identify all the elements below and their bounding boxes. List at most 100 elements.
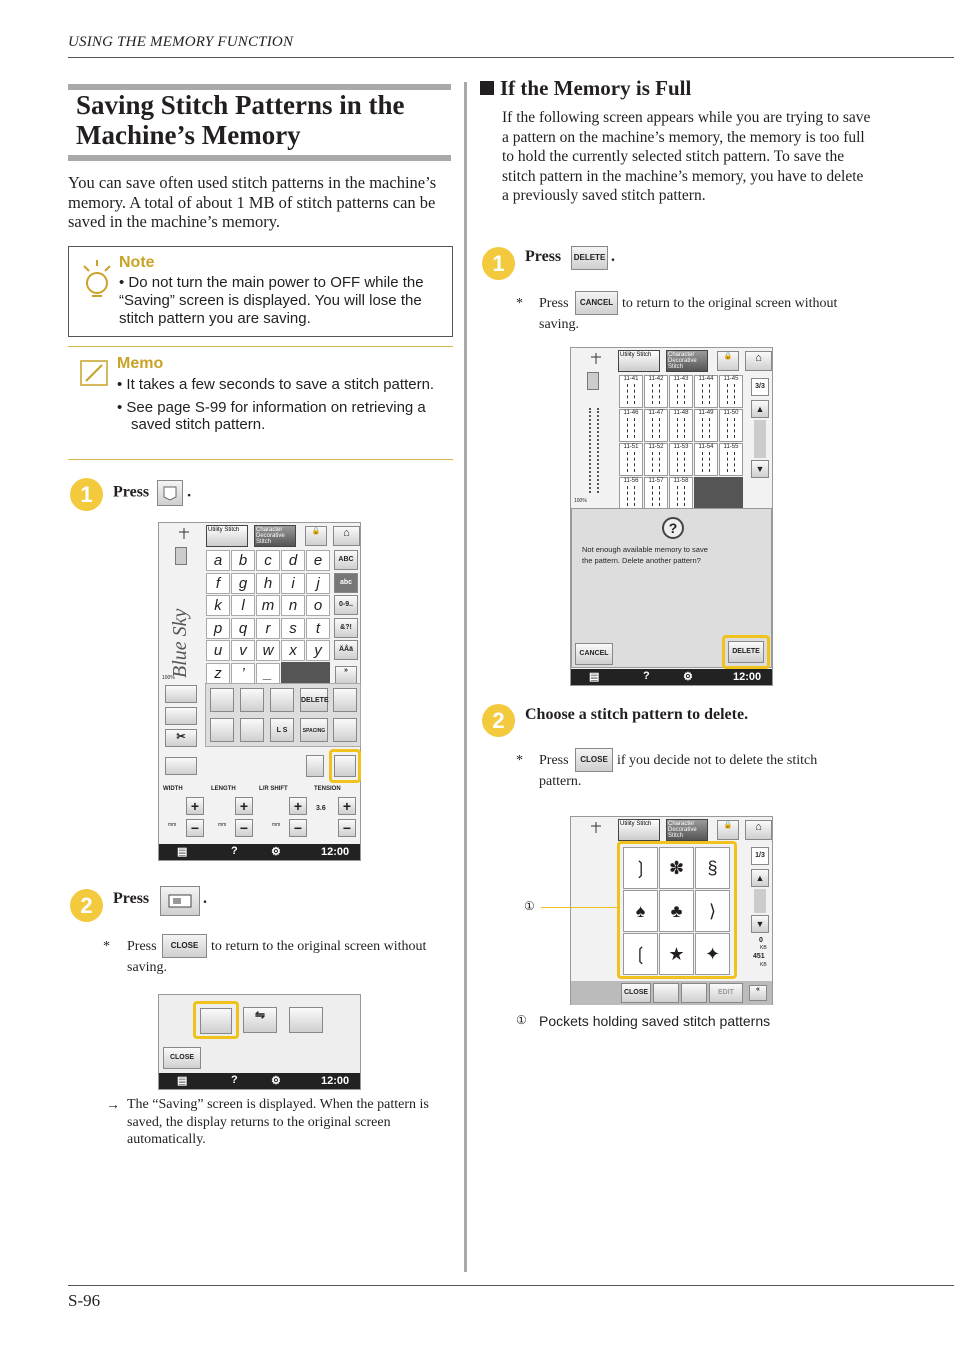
scroll-down-button[interactable]: ▼ [751, 915, 769, 933]
reverse-button[interactable] [240, 718, 264, 742]
tab-character-stitch[interactable]: Character Decorative Stitch [254, 525, 296, 547]
stitch-pattern-key[interactable]: 11-41 [619, 375, 643, 408]
home-button[interactable]: ⌂ [745, 351, 772, 371]
letter-key[interactable]: i [281, 572, 305, 594]
cancel-button-ref[interactable]: CANCEL [575, 291, 618, 315]
tab-utility-stitch[interactable]: Utility Stitch [618, 350, 660, 372]
letter-key[interactable]: _ [256, 662, 280, 684]
saved-pattern-pocket[interactable]: ✽ [659, 847, 694, 889]
memory-pocket-button[interactable] [334, 755, 356, 777]
pocket-button[interactable] [653, 983, 679, 1003]
flip-button[interactable] [210, 718, 234, 742]
home-button[interactable]: ⌂ [333, 526, 360, 546]
tab-utility-stitch[interactable]: Utility Stitch [206, 525, 248, 547]
saved-pattern-pocket[interactable]: ⟩ [695, 890, 730, 932]
edit-button[interactable]: EDIT [709, 983, 743, 1003]
lock-button[interactable]: 🔒 [717, 820, 739, 840]
letter-key[interactable]: z [206, 662, 230, 684]
keyboard-type-key[interactable]: ABC [334, 550, 358, 570]
tab-utility-stitch[interactable]: Utility Stitch [618, 819, 660, 841]
letter-key[interactable]: l [231, 595, 255, 616]
scroll-up-button[interactable]: ▲ [751, 400, 769, 418]
scroll-toggle-button[interactable]: « [749, 985, 767, 1001]
letter-key[interactable]: a [206, 550, 230, 571]
scroll-down-button[interactable]: » [335, 666, 357, 684]
width-plus-button[interactable]: + [186, 797, 204, 815]
letter-key[interactable]: p [206, 617, 230, 639]
letter-key[interactable]: q [231, 617, 255, 639]
stitch-pattern-key[interactable]: 11-47 [644, 409, 668, 442]
stitch-pattern-key[interactable]: 11-42 [644, 375, 668, 408]
keyboard-type-key[interactable]: 0-9.. [334, 595, 358, 615]
saved-pattern-pocket[interactable]: ♠ [623, 890, 658, 932]
machine-memory-button[interactable] [160, 886, 200, 916]
delete-button[interactable]: DELETE [728, 641, 764, 663]
spacing-button[interactable]: SPACING [300, 718, 328, 742]
stitch-pattern-key[interactable]: 11-54 [694, 443, 718, 476]
size-ls-button[interactable]: L S [270, 718, 294, 742]
close-button[interactable]: CLOSE [163, 1047, 201, 1069]
presser-foot-lift-button[interactable] [165, 707, 197, 725]
tab-character-stitch[interactable]: Character Decorative Stitch [666, 819, 708, 841]
stitch-pattern-key[interactable]: 11-48 [669, 409, 693, 442]
letter-key[interactable]: b [231, 550, 255, 571]
saved-pattern-pocket[interactable]: ★ [659, 933, 694, 975]
keyboard-type-key[interactable]: abc [334, 572, 358, 593]
stitch-pattern-key[interactable]: 11-49 [694, 409, 718, 442]
close-button-ref[interactable]: CLOSE [162, 934, 207, 958]
lock-button[interactable]: 🔒 [305, 526, 327, 546]
keyboard-type-key[interactable]: ÄÅä [334, 640, 358, 660]
stitch-pattern-key[interactable]: 11-45 [719, 375, 743, 408]
letter-key[interactable]: x [281, 640, 305, 661]
close-button[interactable]: CLOSE [621, 983, 651, 1003]
letter-key[interactable]: d [281, 550, 305, 571]
close-button-ref[interactable]: CLOSE [575, 748, 613, 772]
stitch-pattern-key[interactable]: 11-52 [644, 443, 668, 476]
stitch-pattern-key[interactable]: 11-53 [669, 443, 693, 476]
letter-key[interactable]: v [231, 640, 255, 661]
scroll-down-button[interactable]: ▼ [751, 460, 769, 478]
scroll-up-button[interactable]: ▲ [751, 869, 769, 887]
tension-plus-button[interactable]: + [338, 797, 356, 815]
letter-key[interactable]: g [231, 572, 255, 594]
length-minus-button[interactable]: − [235, 819, 253, 837]
cancel-button[interactable]: CANCEL [575, 643, 613, 665]
letter-key[interactable]: c [256, 550, 280, 571]
save-to-machine-button[interactable] [200, 1008, 232, 1034]
letter-key[interactable]: ’ [231, 662, 255, 684]
letter-key[interactable]: s [281, 617, 305, 639]
letter-key[interactable]: k [206, 595, 230, 616]
stitch-pattern-key[interactable]: 11-51 [619, 443, 643, 476]
tension-minus-button[interactable]: − [338, 819, 356, 837]
saved-pattern-pocket[interactable]: ❳ [623, 847, 658, 889]
save-to-usb-button[interactable]: ⇋ [243, 1007, 277, 1033]
scrollbar[interactable] [754, 420, 766, 458]
stitch-pattern-key[interactable]: 11-46 [619, 409, 643, 442]
manual-button[interactable] [240, 688, 264, 712]
twin-needle-button[interactable] [165, 685, 197, 703]
length-plus-button[interactable]: + [235, 797, 253, 815]
stitch-pattern-key[interactable]: 11-56 [619, 477, 643, 510]
density-button[interactable] [333, 718, 357, 742]
letter-key[interactable]: m [256, 595, 280, 616]
home-button[interactable]: ⌂ [745, 820, 772, 840]
lock-button[interactable]: 🔒 [717, 351, 739, 371]
needle-position-button[interactable] [165, 757, 197, 775]
stitch-pattern-key[interactable]: 11-57 [644, 477, 668, 510]
edit-pencil-button[interactable] [333, 688, 357, 712]
letter-key[interactable]: o [306, 595, 330, 616]
stitch-pattern-key[interactable]: 11-43 [669, 375, 693, 408]
saved-pattern-pocket[interactable]: § [695, 847, 730, 889]
stitch-pattern-key[interactable]: 11-50 [719, 409, 743, 442]
stitch-pattern-key[interactable]: 11-58 [669, 477, 693, 510]
save-to-pc-button[interactable] [289, 1007, 323, 1033]
keyboard-type-key[interactable]: &?! [334, 617, 358, 638]
stitch-pattern-key[interactable]: 11-44 [694, 375, 718, 408]
image-button[interactable] [306, 755, 324, 777]
saved-pattern-pocket[interactable]: ✦ [695, 933, 730, 975]
scrollbar[interactable] [754, 889, 766, 913]
letter-key[interactable]: y [306, 640, 330, 661]
letter-key[interactable]: t [306, 617, 330, 639]
stitch-link-button[interactable] [270, 688, 294, 712]
letter-key[interactable]: h [256, 572, 280, 594]
